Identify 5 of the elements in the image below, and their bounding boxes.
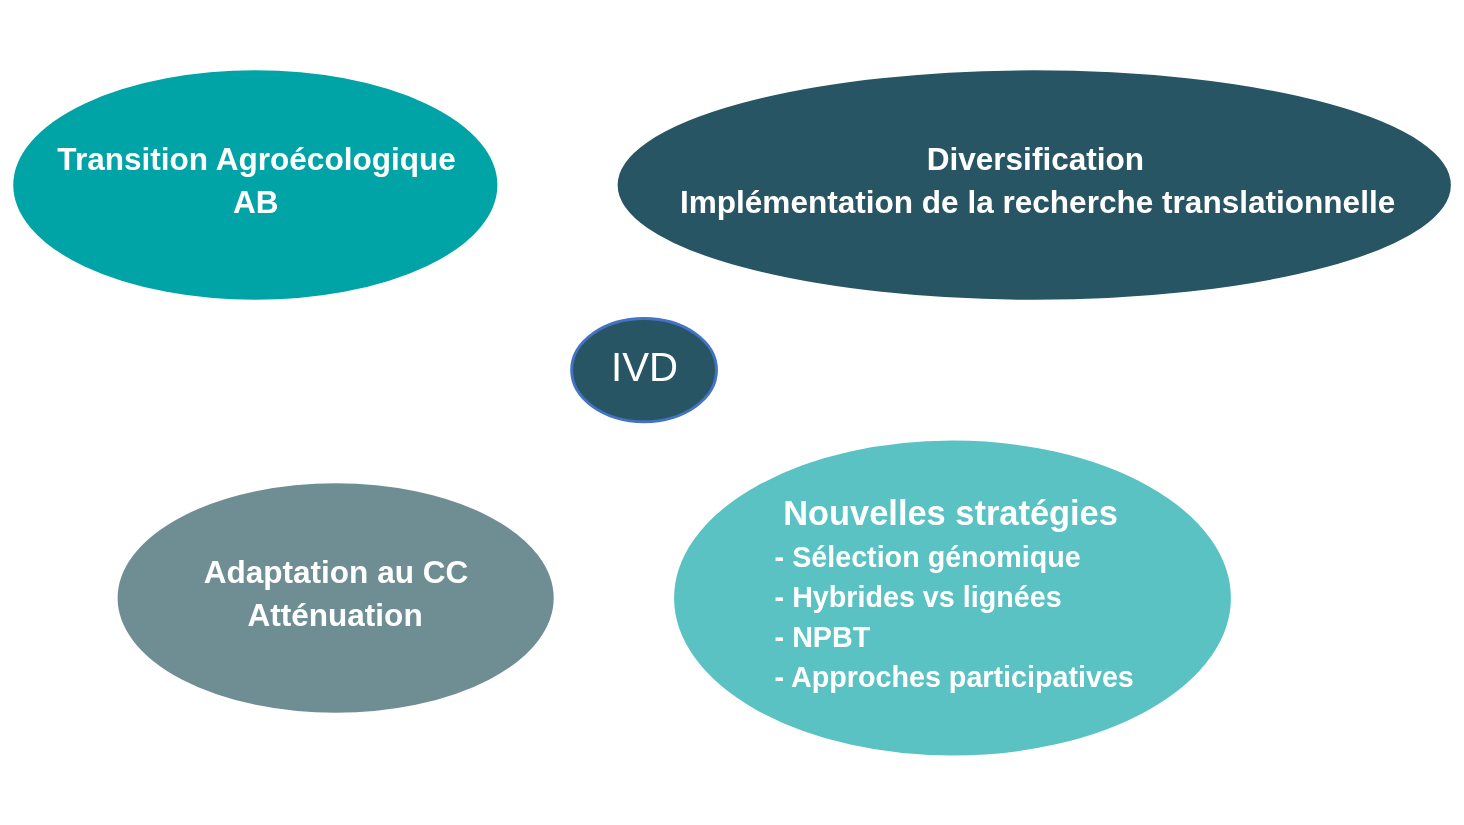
node-ellipse: IVD bbox=[570, 316, 718, 423]
node-ellipse: Adaptation au CC Atténuation bbox=[117, 482, 554, 713]
node-ellipse: Transition Agroécologique AB bbox=[13, 69, 498, 300]
node-ellipse: Nouvelles stratégies - Sélection génomique - Hybrides vs lignées - NPBT - Approches participatives bbox=[674, 440, 1231, 756]
node-ellipse: Diversification Implémentation de la recherche translationnelle bbox=[617, 69, 1451, 300]
